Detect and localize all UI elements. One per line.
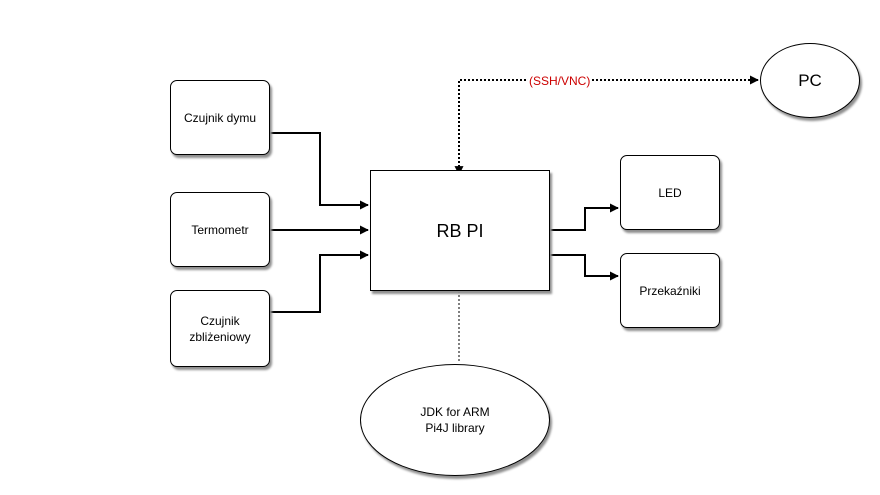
led-box: LED [620,155,720,230]
edge-rbpi-to-relays [550,254,619,281]
relays-box: Przekaźniki [620,253,720,328]
ssh-vnc-label: (SSH/VNC) [527,74,593,88]
edge-rbpi-pc-ssh [454,75,759,176]
rb-pi-box: RB PI [370,170,550,291]
thermometer-box: Termometr [170,192,270,267]
proximity-sensor-box: Czujnik zbliżeniowy [170,290,270,367]
edge-smoke-to-rbpi [270,132,369,210]
pc-ellipse: PC [760,43,860,118]
jdk-library-ellipse: JDK for ARM Pi4J library [360,364,550,476]
smoke-sensor-box: Czujnik dymu [170,80,270,155]
edge-rbpi-to-led [550,203,619,231]
edge-proximity-to-rbpi [270,250,369,313]
